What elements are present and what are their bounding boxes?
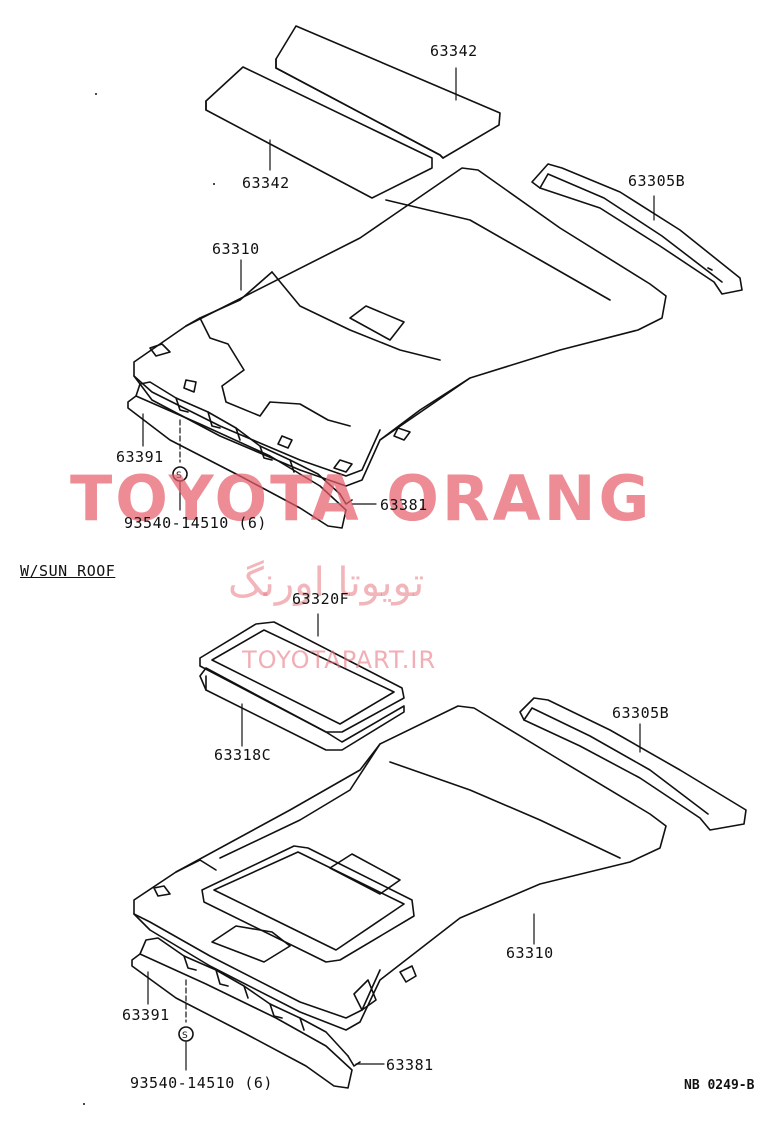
part-label-63310-lower: 63310 [506, 944, 554, 962]
rear-rail-upper [531, 163, 743, 295]
part-label-63320f: 63320F [292, 590, 350, 608]
section-title-sunroof: W/SUN ROOF [20, 562, 116, 580]
svg-text:S: S [182, 1031, 188, 1041]
sunroof-frame [199, 613, 405, 751]
part-label-63305b-upper: 63305B [628, 172, 686, 190]
part-label-clip-lower: 93540-14510 (6) [130, 1074, 273, 1092]
rear-rail-lower [519, 697, 747, 831]
roof-pad-upper [275, 25, 501, 159]
headliner-lower [133, 705, 667, 1031]
part-label-63305b-lower: 63305B [612, 704, 670, 722]
watermark-url: TOYOTAPART.IR [242, 646, 437, 674]
part-label-63342-upper-pad: 63342 [430, 42, 478, 60]
diagram-code: NB 0249-B [684, 1078, 755, 1093]
part-label-63318c: 63318C [214, 746, 272, 764]
watermark-brand: TOYOTA ORANG [70, 462, 653, 535]
front-retainer-upper: S [127, 381, 377, 529]
front-retainer-lower: S [131, 937, 385, 1089]
part-label-63391-upper: 63391 [116, 448, 164, 466]
part-label-63391-lower: 63391 [122, 1006, 170, 1024]
part-label-63381-upper: 63381 [380, 496, 428, 514]
part-label-63381-lower: 63381 [386, 1056, 434, 1074]
headliner-upper [133, 167, 667, 487]
part-label-clip-upper: 93540-14510 (6) [124, 514, 267, 532]
watermark-persian: تویوتا اورنگ [228, 560, 425, 606]
roof-pad-lower [205, 66, 433, 199]
svg-text:S: S [176, 471, 182, 481]
part-label-63310-upper: 63310 [212, 240, 260, 258]
part-label-63342-lower-pad: 63342 [242, 174, 290, 192]
